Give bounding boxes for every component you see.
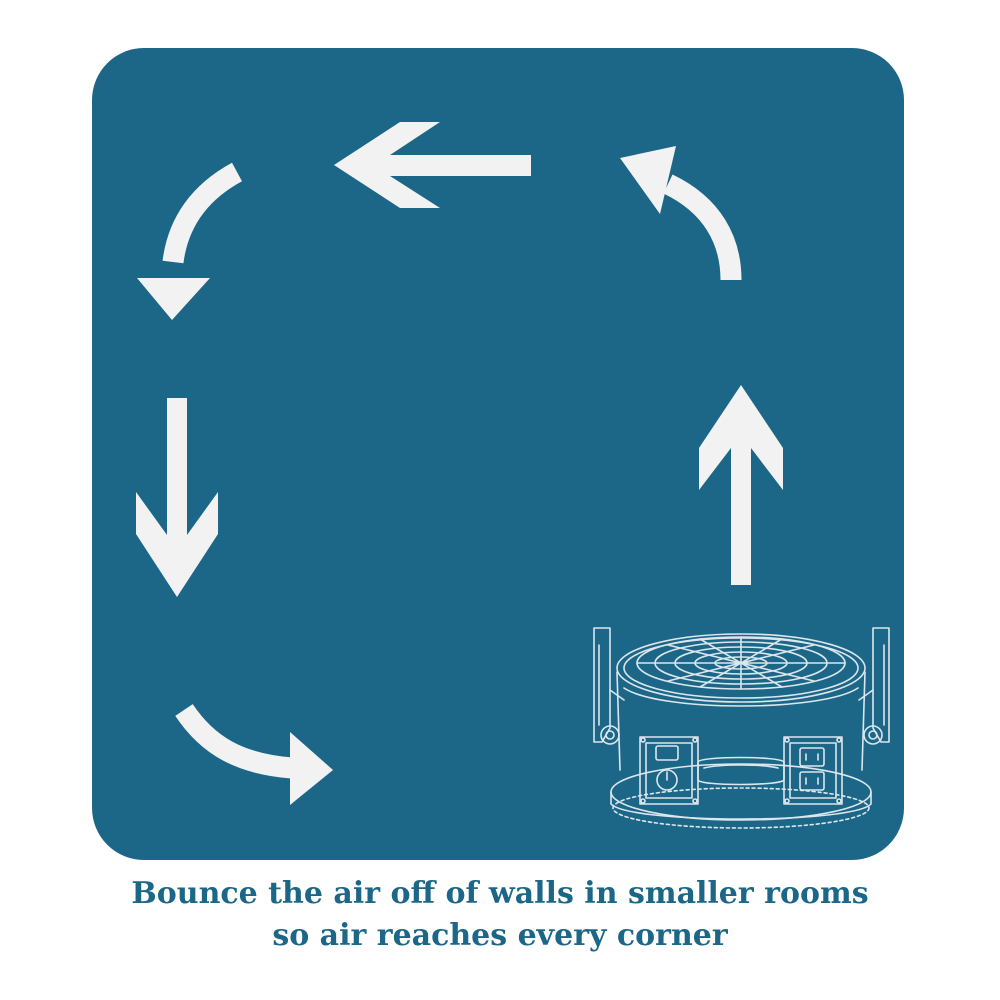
arrow-down-icon	[136, 398, 218, 597]
curved-arrow-down-left-icon	[137, 162, 243, 320]
air-mover-fan-icon	[593, 627, 890, 829]
caption-line-1: Bounce the air off of walls in smaller r…	[131, 876, 869, 911]
caption-line-2: so air reaches every corner	[272, 918, 728, 953]
arrow-up-icon	[699, 385, 783, 585]
curved-arrow-right-icon	[175, 703, 333, 805]
curved-arrow-up-left-icon	[620, 146, 742, 281]
arrow-left-icon	[334, 122, 531, 208]
